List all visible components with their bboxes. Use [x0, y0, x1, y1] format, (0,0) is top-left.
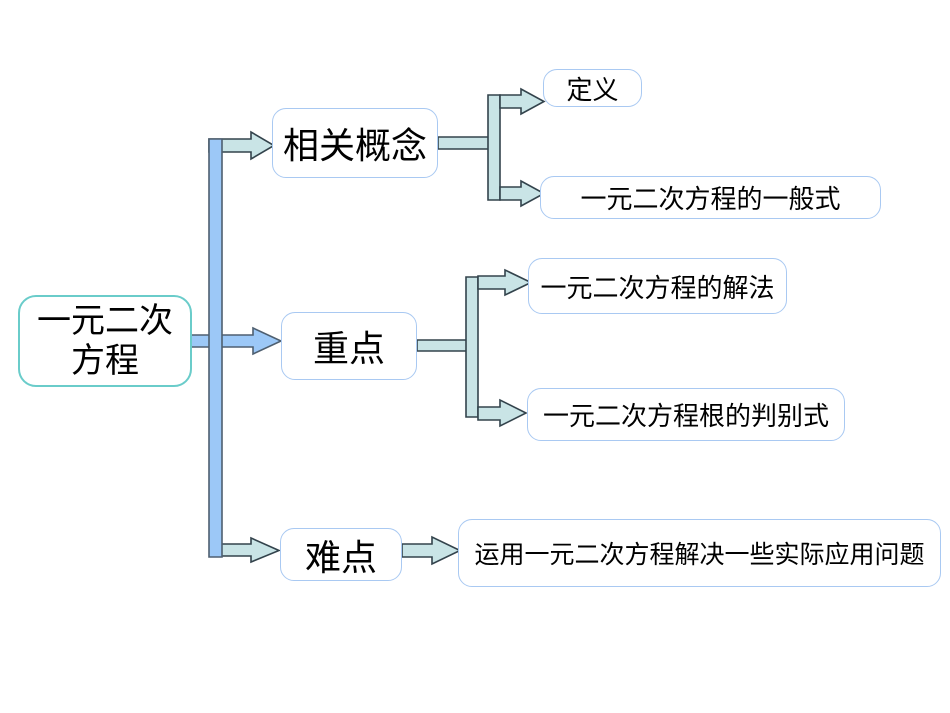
node-related-concepts: 相关概念: [272, 108, 438, 178]
key-points-bracket-bar: [465, 276, 479, 418]
node-application: 运用一元二次方程解决一些实际应用问题: [458, 519, 941, 587]
node-general-form: 一元二次方程的一般式: [540, 176, 881, 219]
trunk-line: [208, 138, 223, 558]
key-points-connector-bar: [416, 339, 472, 352]
node-general-form-label: 一元二次方程的一般式: [580, 185, 841, 215]
arrow-to-application-icon: [401, 535, 462, 566]
node-related-concepts-label: 相关概念: [282, 126, 427, 167]
node-key-points-label: 重点: [312, 329, 385, 370]
node-application-label: 运用一元二次方程解决一些实际应用问题: [474, 540, 925, 569]
node-solving-methods: 一元二次方程的解法: [528, 258, 787, 314]
node-definition: 定义: [543, 69, 642, 107]
node-root: 一元二次 方程: [18, 295, 192, 387]
related-concepts-bracket-bar: [487, 94, 501, 201]
arrow-to-definition-icon: [499, 87, 546, 116]
node-key-points: 重点: [281, 312, 417, 380]
node-difficult-points: 难点: [280, 528, 402, 581]
arrow-root-to-key-points-icon: [189, 326, 283, 356]
node-discriminant-label: 一元二次方程根的判别式: [542, 402, 829, 432]
node-definition-label: 定义: [566, 75, 619, 106]
node-root-label-line1: 一元二次: [37, 300, 173, 341]
arrow-to-discriminant-icon: [477, 398, 528, 428]
arrow-to-general-form-icon: [499, 179, 546, 208]
node-solving-methods-label: 一元二次方程的解法: [540, 273, 775, 304]
node-difficult-points-label: 难点: [304, 537, 377, 579]
node-root-label-line2: 方程: [71, 341, 139, 381]
arrow-to-solving-methods-icon: [477, 268, 533, 297]
node-discriminant: 一元二次方程根的判别式: [527, 388, 845, 441]
